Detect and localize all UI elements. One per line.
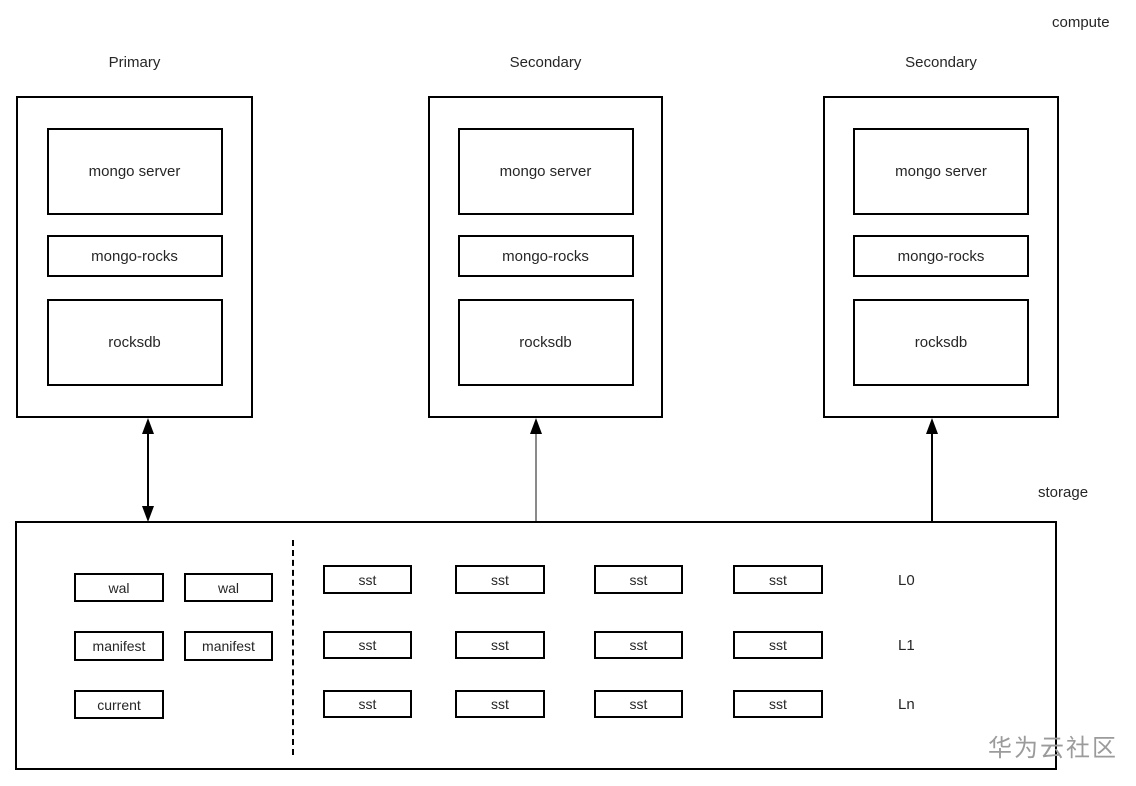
layer-rocksdb: rocksdb xyxy=(853,299,1029,386)
sst-box: sst xyxy=(733,690,823,718)
level-label-l1: L1 xyxy=(898,637,915,654)
node-box-secondary-2: mongo server mongo-rocks rocksdb xyxy=(823,96,1059,418)
layer-mongo-rocks: mongo-rocks xyxy=(46,235,223,277)
sst-box: sst xyxy=(594,690,683,718)
arrow-storage-secondary-1-up xyxy=(530,418,542,521)
level-label-ln: Ln xyxy=(898,696,915,713)
arrow-primary-storage-bidirectional xyxy=(142,418,154,522)
layer-mongo-rocks: mongo-rocks xyxy=(853,235,1029,277)
compute-zone-label: compute xyxy=(1052,14,1110,31)
watermark-text: 华为云社区 xyxy=(988,735,1118,762)
node-title-secondary-1: Secondary xyxy=(509,54,582,71)
storage-divider-dashed-line xyxy=(292,540,294,755)
level-label-l0: L0 xyxy=(898,572,915,589)
manifest-box: manifest xyxy=(74,631,164,661)
sst-box: sst xyxy=(594,565,683,594)
node-box-primary: mongo server mongo-rocks rocksdb xyxy=(16,96,253,418)
sst-box: sst xyxy=(323,690,412,718)
sst-box: sst xyxy=(455,631,545,659)
layer-rocksdb: rocksdb xyxy=(457,299,634,386)
node-title-secondary-2: Secondary xyxy=(905,54,977,71)
manifest-box: manifest xyxy=(184,631,273,661)
sst-box: sst xyxy=(323,631,412,659)
sst-box: sst xyxy=(323,565,412,594)
layer-mongo-server: mongo server xyxy=(853,128,1029,215)
storage-zone-label: storage xyxy=(1038,484,1089,501)
sst-box: sst xyxy=(455,565,545,594)
sst-box: sst xyxy=(733,631,823,659)
sst-box: sst xyxy=(594,631,683,659)
current-box: current xyxy=(74,690,164,719)
wal-box: wal xyxy=(184,573,273,602)
node-box-secondary-1: mongo server mongo-rocks rocksdb xyxy=(428,96,663,418)
sst-box: sst xyxy=(455,690,545,718)
layer-mongo-rocks: mongo-rocks xyxy=(457,235,634,277)
layer-mongo-server: mongo server xyxy=(46,128,223,215)
layer-rocksdb: rocksdb xyxy=(46,299,223,386)
layer-mongo-server: mongo server xyxy=(457,128,634,215)
wal-box: wal xyxy=(74,573,164,602)
arrow-storage-secondary-2-up xyxy=(926,418,938,521)
node-title-primary: Primary xyxy=(108,54,161,71)
sst-box: sst xyxy=(733,565,823,594)
